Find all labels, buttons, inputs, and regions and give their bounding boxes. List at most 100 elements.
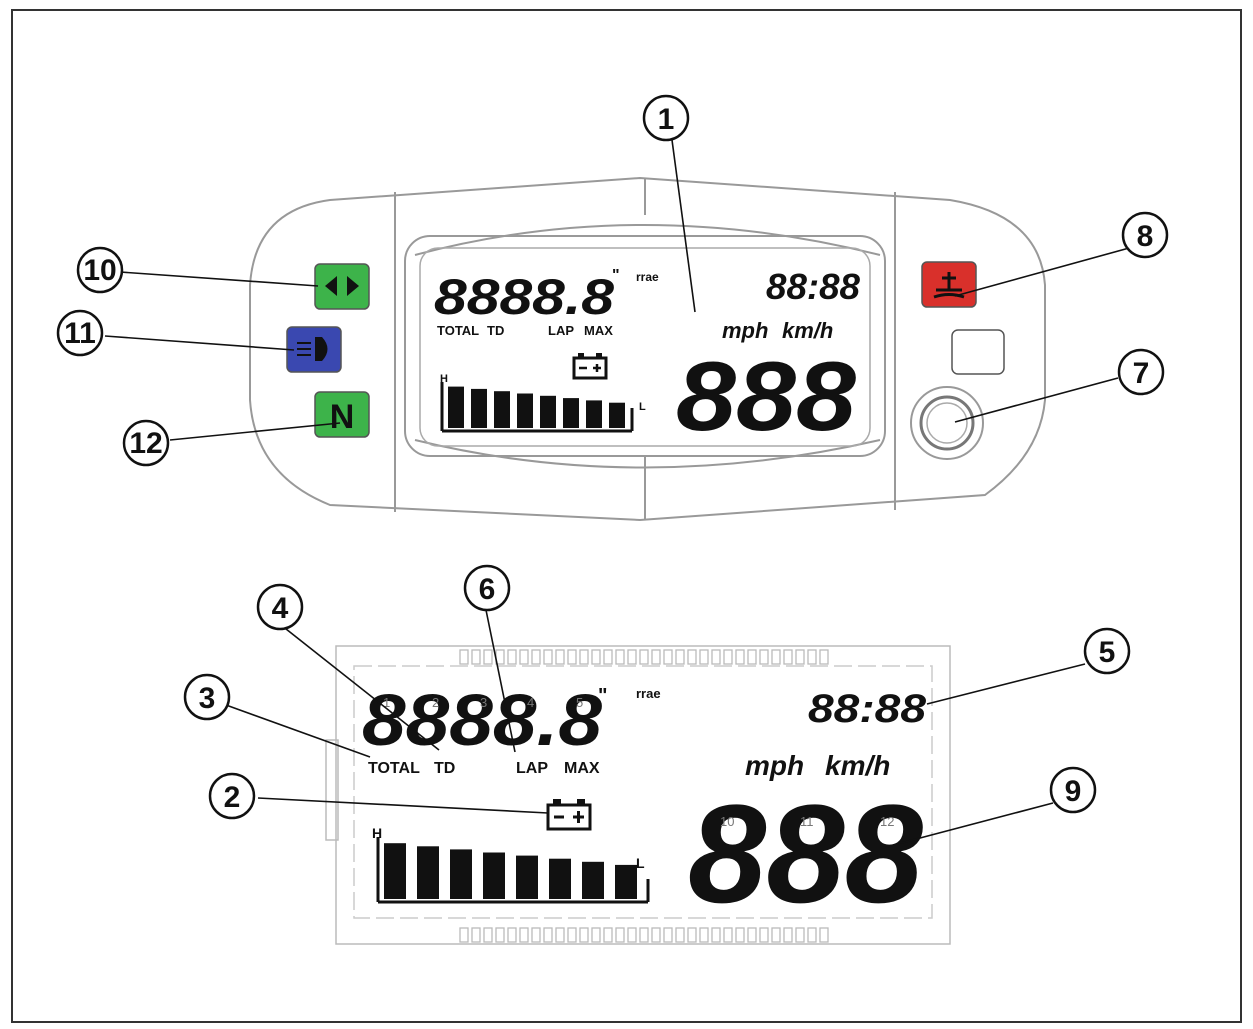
dashboard-lcd-window [404,235,886,457]
dashboard-trip-lap: LAP [548,323,574,338]
connector-pin [723,649,733,665]
connector-pin [795,649,805,665]
right-arrow-icon [347,276,359,296]
dashboard-lcd: 8888.8 " rrae 88:88 TOTAL TD LAP MAX mph… [434,266,860,451]
dashboard-bar [471,388,487,428]
callout-leaders [104,139,1141,849]
svg-text:10: 10 [83,254,116,287]
detail-speed-label-11: 11 [800,814,814,829]
connector-pin [663,649,673,665]
detail-lcd-panel: 8888.8 1 2 3 4 5 " rrae 88:88 TOTAL TD L… [325,645,951,945]
warning-indicator [921,261,977,308]
detail-speedometer: 888 [688,775,923,932]
connector-pin [675,649,685,665]
connector-pin [459,927,469,943]
connector-pin [543,649,553,665]
dashboard-bar [494,391,510,428]
connector-pin [807,649,817,665]
dashboard-clock: 88:88 [766,266,860,307]
detail-speed-label-10: 10 [720,814,734,829]
svg-text:4: 4 [272,592,289,625]
dashboard-mode-label: rrae [636,270,659,284]
connector-pin [471,649,481,665]
detail-speed-unit-mph: mph [745,750,804,781]
callout-7: 7 [1117,348,1165,396]
detail-speed-label-12: 12 [880,814,894,829]
connector-pin [759,649,769,665]
detail-bar [615,864,637,899]
svg-text:11: 11 [64,317,96,350]
dashboard-bar [448,386,464,428]
connector-pin [627,649,637,665]
detail-trip-max: MAX [564,760,600,777]
connector-pin [471,927,481,943]
connector-pin [699,649,709,665]
dashboard-odometer: 8888.8 [434,269,614,325]
connector-pin [819,649,829,665]
dashboard-housing [249,176,1046,522]
detail-digit-label-5: 5 [576,695,583,710]
detail-clock: 88:88 [808,687,927,731]
detail-bar [450,849,472,899]
dashboard-bar [517,393,533,428]
dashboard-bar-high-label: H [440,373,448,385]
high-beam-indicator [286,326,342,373]
connector-pin [603,649,613,665]
dashboard-bar [563,398,579,428]
turn-signal-indicator [314,263,370,310]
connector-pin [771,927,781,943]
detail-bar-low-label: L [636,855,645,871]
dashboard-speedometer: 888 [676,341,857,451]
connector-pin [555,927,565,943]
detail-digit-label-4: 4 [527,695,534,710]
callout-12: 12 [122,419,170,467]
detail-mode-label: rrae [636,686,661,701]
connector-pin [795,927,805,943]
detail-bar [417,846,439,899]
detail-digit-label-3: 3 [480,695,487,710]
detail-bar [384,843,406,899]
connector-pin [675,927,685,943]
svg-text:8: 8 [1137,220,1154,253]
headlight-icon [315,337,328,361]
connector-pin [651,649,661,665]
svg-text:12: 12 [129,427,162,460]
callout-3: 3 [183,673,231,721]
svg-text:7: 7 [1133,357,1150,390]
temperature-icon [933,272,965,299]
connector-pin [687,927,697,943]
detail-battery-icon [546,799,592,831]
detail-bar-graph [376,837,650,904]
dashboard-battery-icon [572,353,608,380]
blank-indicator [951,329,1005,375]
detail-bar [549,858,571,899]
detail-speed-unit-kmh: km/h [825,750,890,781]
connector-pin [495,927,505,943]
connector-pin [519,649,529,665]
connector-pin [651,927,661,943]
dashboard-bar-low-label: L [639,401,646,413]
dashboard-bar [609,402,625,428]
detail-bar [483,852,505,899]
connector-pin [747,927,757,943]
dashboard-trip-max: MAX [584,323,613,338]
left-arrow-icon [325,276,337,296]
connector-pin [771,649,781,665]
dashboard-bar-graph [440,382,634,433]
svg-text:3: 3 [199,682,216,715]
dashboard-odometer-mark: " [612,267,620,284]
svg-text:9: 9 [1065,775,1082,808]
connector-pin [711,649,721,665]
detail-top-connector [459,649,829,665]
detail-trip-td: TD [434,760,455,777]
dashboard-trip-total: TOTAL [437,323,479,338]
callout-1: 1 [642,94,690,142]
callout-6: 6 [463,564,511,612]
connector-pin [507,927,517,943]
callout-8: 8 [1121,211,1169,259]
detail-trip-lap: LAP [516,760,548,777]
connector-pin [591,927,601,943]
neutral-indicator: N [314,391,370,438]
mode-button[interactable] [910,386,984,460]
